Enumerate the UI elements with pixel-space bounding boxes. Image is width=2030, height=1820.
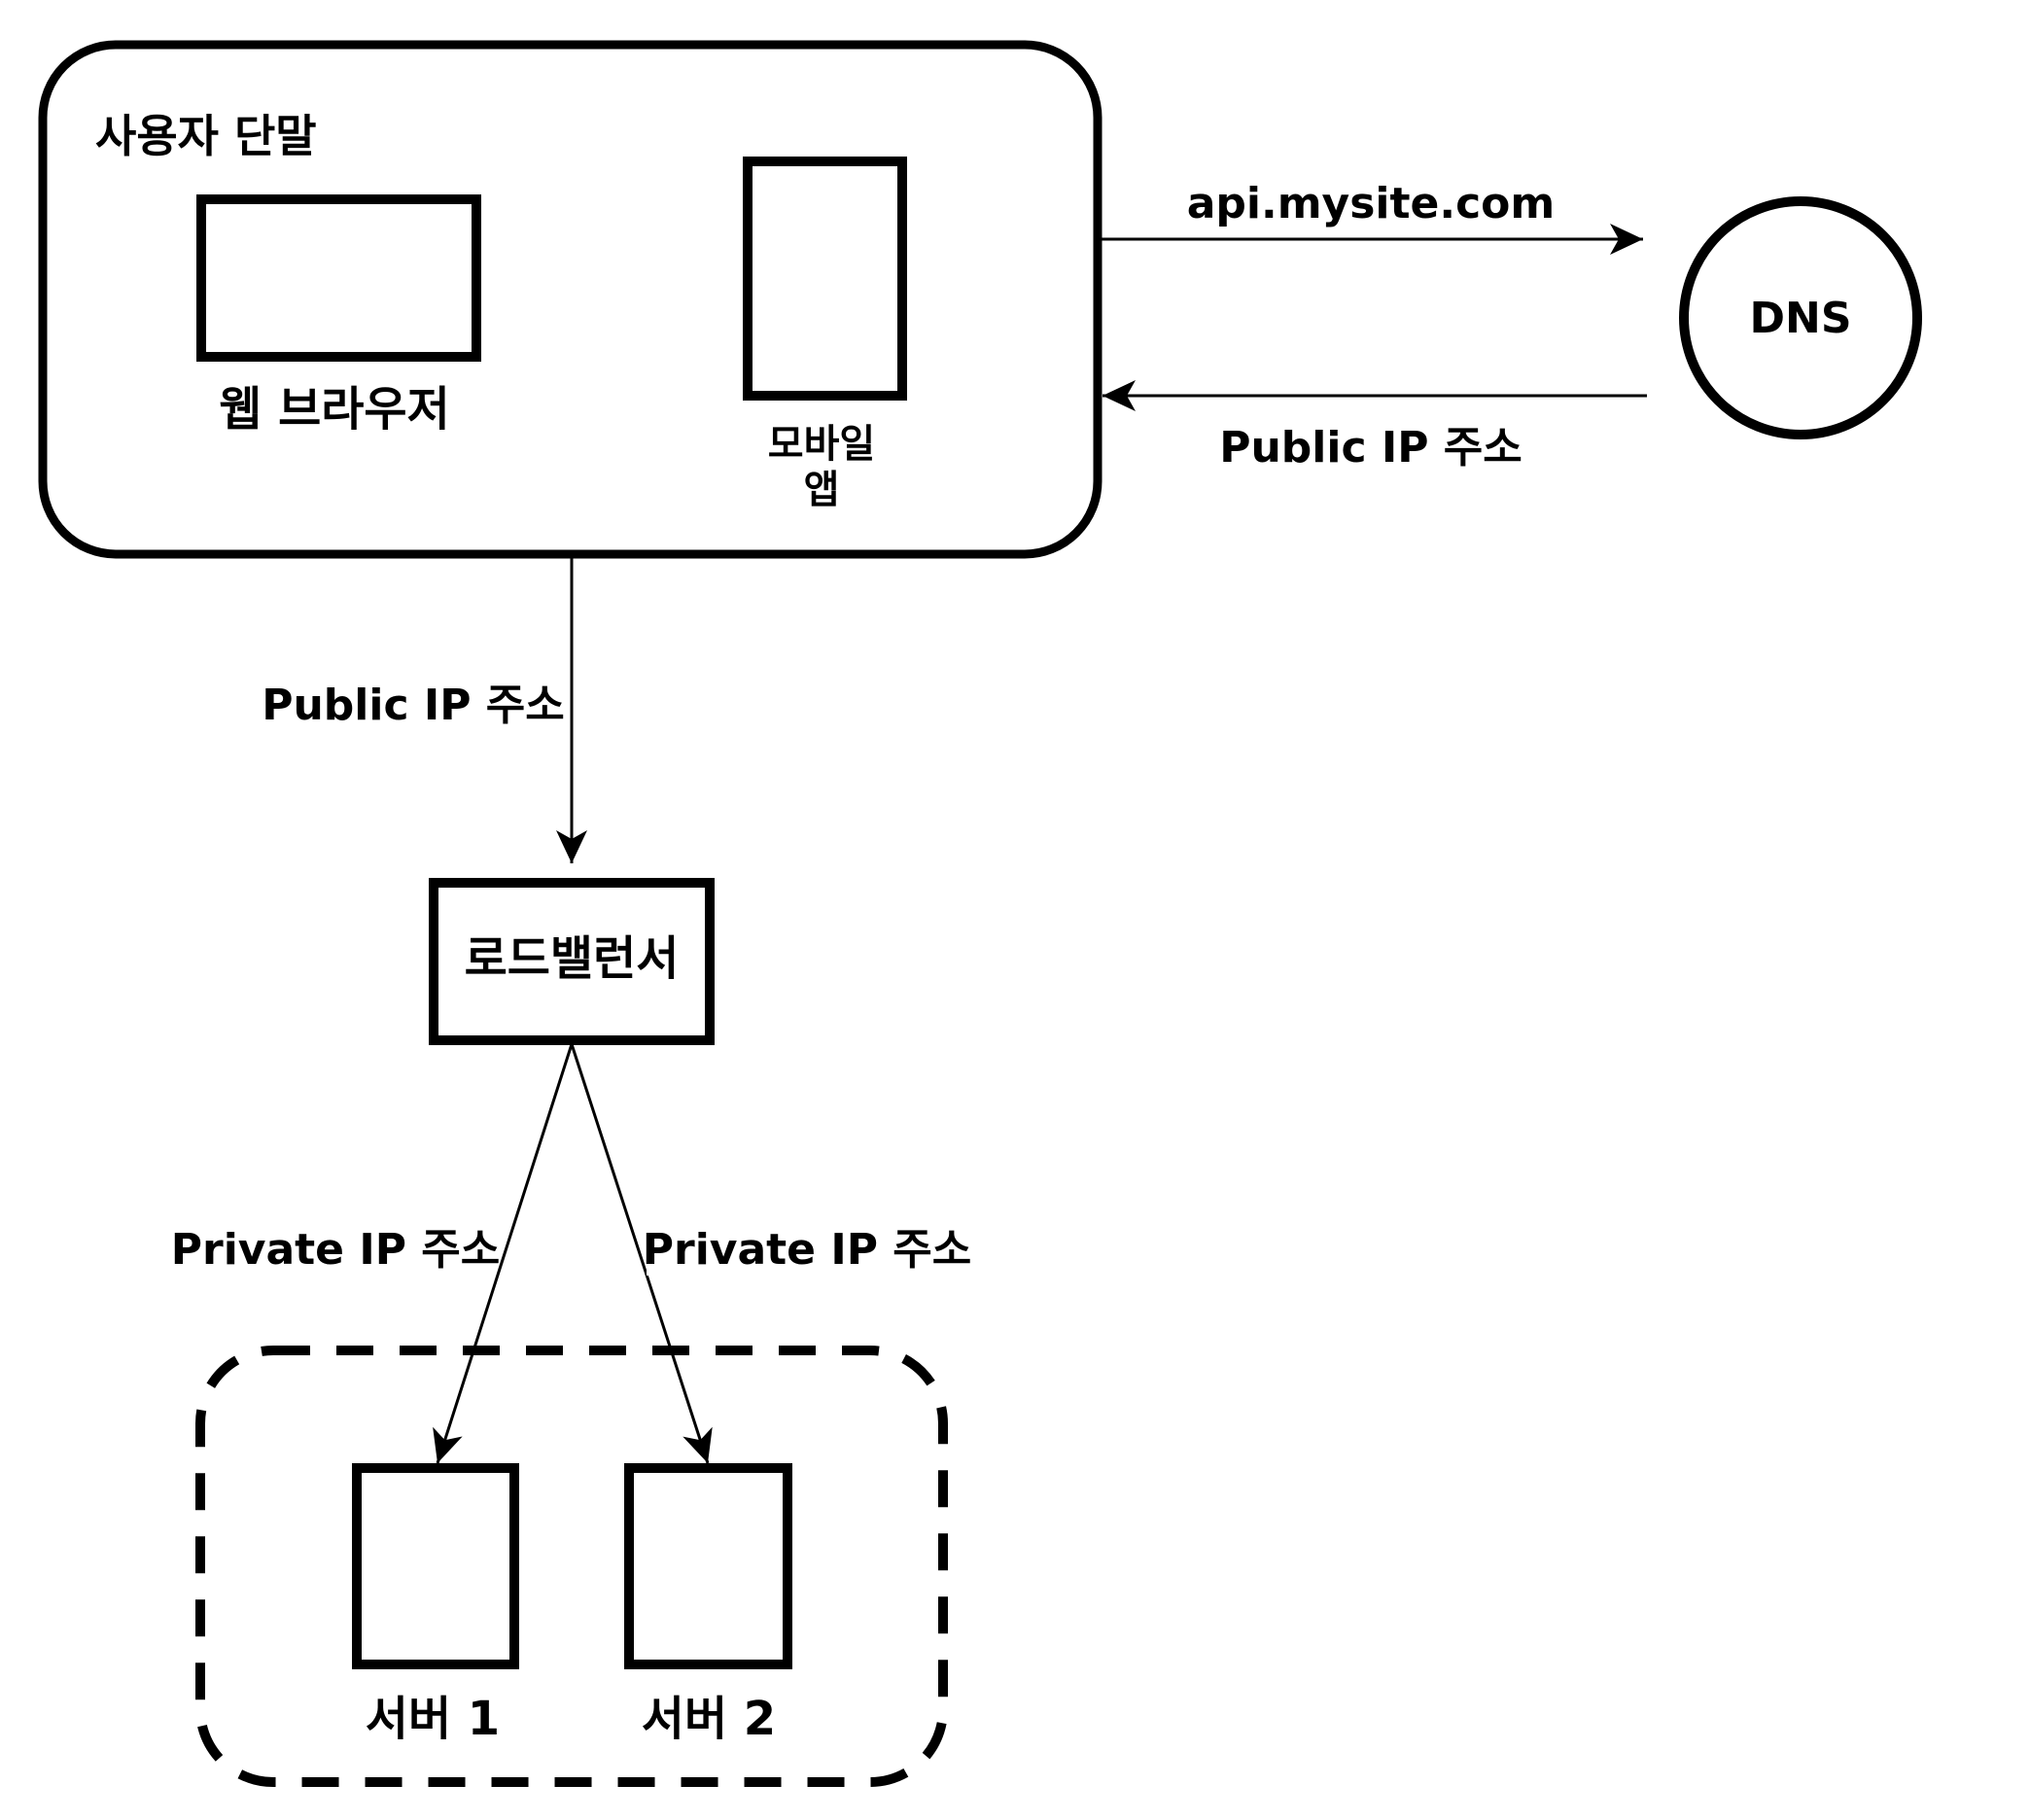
edge-lb-to-server2-line	[570, 1043, 713, 1464]
edge-lb-to-server1: Private IP 주소	[171, 1043, 574, 1464]
edge-client-to-dns: api.mysite.com	[1102, 179, 1643, 255]
private-server-group-box	[195, 1346, 948, 1787]
server-1: 서버 1	[352, 1463, 519, 1746]
edge-dns-to-client-label: Public IP 주소	[1219, 423, 1522, 472]
edge-lb-to-server1-line	[433, 1043, 574, 1464]
edge-lb-to-server1-label: Private IP 주소	[171, 1225, 501, 1275]
web-browser-box	[196, 194, 481, 362]
edge-client-to-lb: Public IP 주소	[262, 557, 587, 863]
mobile-app: 모바일 앱	[743, 157, 907, 512]
client-group: 사용자 단말 웹 브라우저 모바일 앱	[38, 40, 1102, 559]
client-group-title: 사용자 단말	[95, 110, 317, 162]
edge-lb-to-server1-label-bg	[175, 1217, 496, 1276]
server-2: 서버 2	[624, 1463, 792, 1746]
mobile-app-label-line1: 모바일	[768, 422, 875, 467]
server-2-box	[624, 1463, 792, 1669]
load-balancer-box	[429, 878, 715, 1045]
private-server-group: 서버 1 서버 2	[195, 1346, 948, 1787]
edge-lb-to-server2: Private IP 주소	[570, 1043, 972, 1464]
edge-lb-to-server2-label: Private IP 주소	[643, 1225, 972, 1275]
load-balancer-label: 로드밸런서	[465, 931, 680, 986]
dns-node: DNS	[1679, 196, 1922, 439]
edge-dns-to-client: Public IP 주소	[1102, 380, 1647, 472]
server-2-label: 서버 2	[642, 1692, 776, 1746]
edge-client-to-lb-label: Public IP 주소	[262, 681, 565, 730]
load-balancer: 로드밸런서	[429, 878, 715, 1045]
web-browser: 웹 브라우저	[196, 194, 481, 437]
mobile-app-box	[743, 157, 907, 401]
web-browser-label: 웹 브라우저	[219, 382, 450, 437]
server-1-box	[352, 1463, 519, 1669]
dns-label: DNS	[1749, 294, 1851, 343]
mobile-app-label-line2: 앱	[804, 468, 840, 512]
dns-circle	[1679, 196, 1922, 439]
edge-lb-to-server2-label-bg	[647, 1217, 969, 1276]
edge-client-to-dns-label: api.mysite.com	[1187, 179, 1556, 228]
server-1-label: 서버 1	[366, 1692, 500, 1746]
